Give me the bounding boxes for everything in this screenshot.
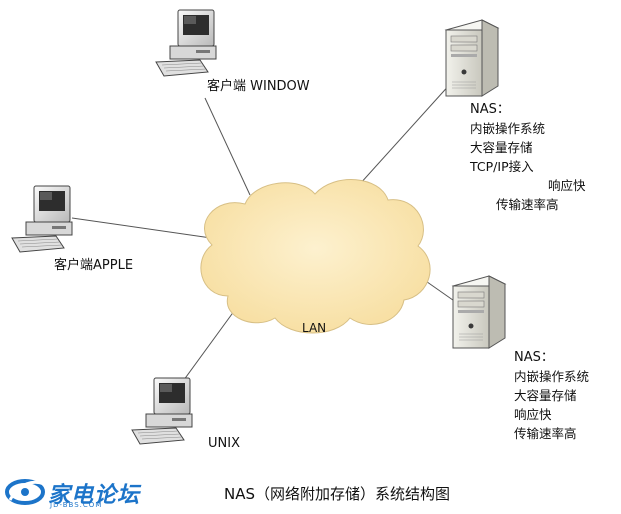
server-icon-nas-bottom xyxy=(451,275,507,349)
nas-bottom-feature: 响应快 xyxy=(514,407,552,422)
logo-url: JD-BBS.COM xyxy=(50,501,103,509)
nas-top-feature: TCP/IP接入 xyxy=(470,159,534,174)
client-window-label: 客户端 WINDOW xyxy=(207,79,310,94)
computer-icon-window xyxy=(155,9,217,77)
nas-top-title: NAS： xyxy=(470,102,510,117)
logo-swoosh-icon xyxy=(5,479,45,505)
nas-bottom-feature: 内嵌操作系统 xyxy=(514,369,590,384)
client-unix-label: UNIX xyxy=(208,436,240,451)
lan-cloud xyxy=(200,179,431,334)
diagram-caption: NAS（网络附加存储）系统结构图 xyxy=(224,485,451,503)
logo-name: 家电论坛 xyxy=(48,483,141,508)
nas-bottom-feature: 传输速率高 xyxy=(514,426,577,441)
nas-top-feature: 响应快 xyxy=(548,178,586,193)
link-apple xyxy=(71,217,226,241)
nas-bottom-feature: 大容量存储 xyxy=(514,388,577,403)
lan-label: LAN xyxy=(302,321,327,335)
nas-top-feature: 大容量存储 xyxy=(470,140,533,155)
nas-top-feature: 传输速率高 xyxy=(496,197,559,212)
link-window xyxy=(204,97,251,196)
link-nas-top xyxy=(349,81,453,196)
computer-icon-unix xyxy=(131,377,193,445)
nas-top-feature: 内嵌操作系统 xyxy=(470,121,546,136)
nas-bottom-text: NAS： 内嵌操作系统 大容量存储 响应快 传输速率高 xyxy=(514,348,589,443)
site-logo: 家电论坛 JD-BBS.COM xyxy=(4,474,162,510)
nas-top-text: NAS： 内嵌操作系统 大容量存储 TCP/IP接入 响应快 传输速率高 xyxy=(470,100,586,214)
computer-icon-apple xyxy=(11,185,73,253)
server-icon-nas-top xyxy=(444,19,500,97)
nas-bottom-title: NAS： xyxy=(514,350,554,365)
client-apple-label: 客户端APPLE xyxy=(54,258,134,273)
